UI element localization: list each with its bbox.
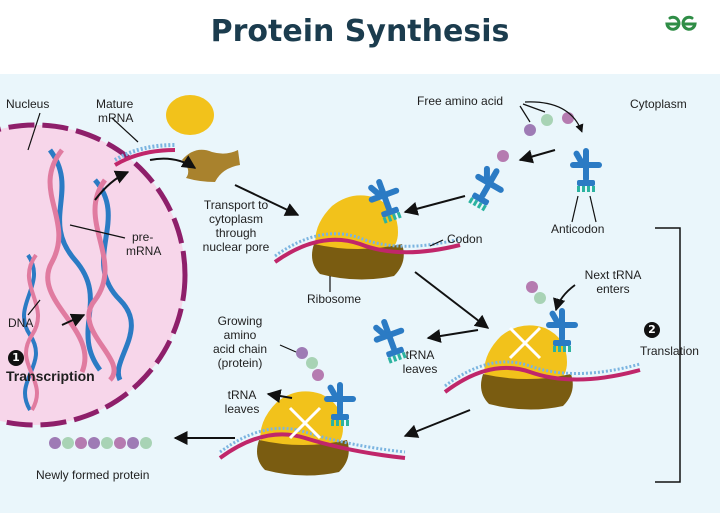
label-growing-4: (protein) <box>217 356 263 370</box>
label-mature-mrna-2: mRNA <box>98 111 134 125</box>
label-next-trna-1: Next tRNA <box>584 268 642 282</box>
amino-acid-dot <box>524 124 536 136</box>
mature-mrna-strand <box>113 143 176 167</box>
label-pre-mrna-2: mRNA <box>126 244 162 258</box>
label-dna: DNA <box>8 316 34 330</box>
dna-helix-icon <box>22 148 134 412</box>
label-newly-formed-protein: Newly formed protein <box>36 468 150 482</box>
label-transport-2: cytoplasm <box>208 212 264 226</box>
mrna-strand-2 <box>443 365 641 394</box>
label-transport-3: through <box>215 226 257 240</box>
label-mature-mrna-1: Mature <box>96 97 134 111</box>
label-transport-1: Transport to <box>203 198 269 212</box>
step-2-badge: 2 <box>644 322 660 338</box>
label-free-amino-acid: Free amino acid <box>417 94 504 108</box>
label-cytoplasm: Cytoplasm <box>630 97 687 111</box>
protein-chain <box>49 437 152 449</box>
label-next-trna-2: enters <box>596 282 630 296</box>
label-ribosome: Ribosome <box>307 292 362 306</box>
trna-charged <box>462 160 512 215</box>
label-growing-1: Growing <box>217 314 263 328</box>
label-anticodon: Anticodon <box>551 222 605 236</box>
label-transport-4: nuclear pore <box>202 240 270 254</box>
label-trna-leaves-b2: leaves <box>224 402 260 416</box>
label-transcription: Transcription <box>6 368 95 384</box>
amino-acid-dot <box>541 114 553 126</box>
trna-silhouette <box>508 326 542 360</box>
nucleus-region <box>0 122 188 428</box>
label-growing-2: amino <box>223 328 257 342</box>
step-1-badge: 1 <box>8 350 24 366</box>
page-title: Protein Synthesis <box>210 14 510 49</box>
label-codon: Codon <box>447 232 483 246</box>
label-pre-mrna-1: pre- <box>132 230 154 244</box>
ribosome-large-subunit <box>166 95 214 135</box>
label-translation: Translation <box>640 344 699 358</box>
label-trna-leaves-a1: tRNA <box>405 348 435 362</box>
gfg-logo-icon <box>664 14 698 39</box>
ribosome-small-subunit <box>182 149 240 182</box>
label-nucleus: Nucleus <box>6 97 50 111</box>
trna-silhouette <box>288 406 322 440</box>
trna-free <box>570 148 602 192</box>
label-trna-leaves-b1: tRNA <box>227 388 257 402</box>
label-growing-3: acid chain <box>212 342 268 356</box>
nucleus-pointer <box>27 112 41 151</box>
label-trna-leaves-a2: leaves <box>402 362 438 376</box>
mrna-strand-1 <box>273 237 461 264</box>
translation-bracket <box>655 227 681 483</box>
amino-acid-dot <box>562 112 574 124</box>
mrna-strand-3 <box>218 432 406 460</box>
